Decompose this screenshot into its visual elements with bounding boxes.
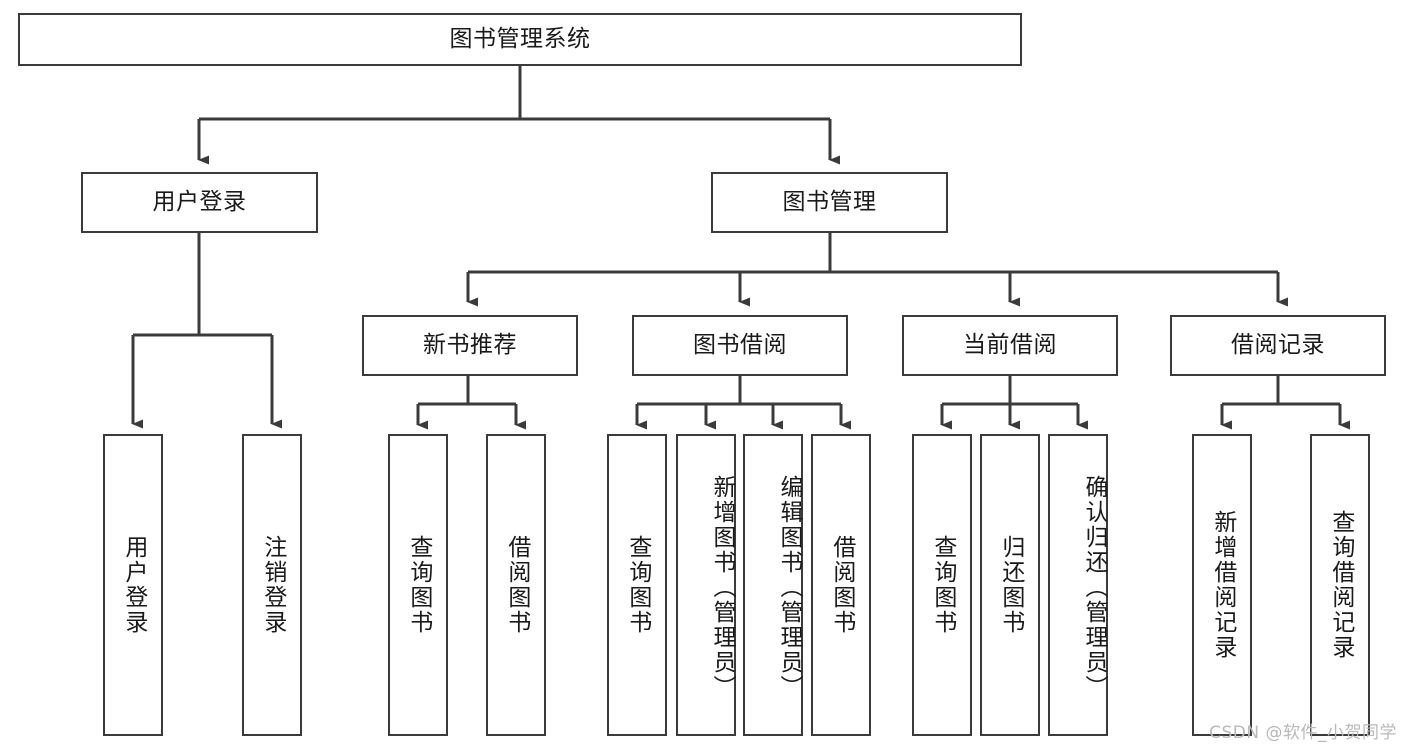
node-user-login[interactable]: 用户登录 (81, 172, 318, 233)
leaf-edit-book-admin[interactable]: 编辑图书（管理员） (743, 434, 803, 736)
node-borrow-record[interactable]: 借阅记录 (1170, 315, 1386, 376)
leaf-add-book-admin[interactable]: 新增图书（管理员） (676, 434, 736, 736)
leaf-query-borrow-record[interactable]: 查询借阅记录 (1310, 434, 1370, 736)
node-root-book-management-system[interactable]: 图书管理系统 (18, 13, 1022, 66)
leaf-add-borrow-record[interactable]: 新增借阅记录 (1192, 434, 1252, 736)
leaf-query-book-borrow[interactable]: 查询图书 (607, 434, 667, 736)
leaf-confirm-return-admin[interactable]: 确认归还（管理员） (1048, 434, 1108, 736)
node-book-management[interactable]: 图书管理 (711, 172, 948, 233)
node-book-borrow[interactable]: 图书借阅 (632, 315, 848, 376)
node-new-book-recommend[interactable]: 新书推荐 (362, 315, 578, 376)
leaf-query-book-recommend[interactable]: 查询图书 (388, 434, 448, 736)
leaf-borrow-book-recommend[interactable]: 借阅图书 (486, 434, 546, 736)
leaf-borrow-book[interactable]: 借阅图书 (811, 434, 871, 736)
leaf-return-book[interactable]: 归还图书 (980, 434, 1040, 736)
leaf-user-login[interactable]: 用户登录 (103, 434, 163, 736)
leaf-user-logout[interactable]: 注销登录 (242, 434, 302, 736)
leaf-query-book-current[interactable]: 查询图书 (912, 434, 972, 736)
node-current-borrow[interactable]: 当前借阅 (902, 315, 1118, 376)
csdn-watermark: CSDN @软件_小贺同学 (1209, 723, 1397, 743)
